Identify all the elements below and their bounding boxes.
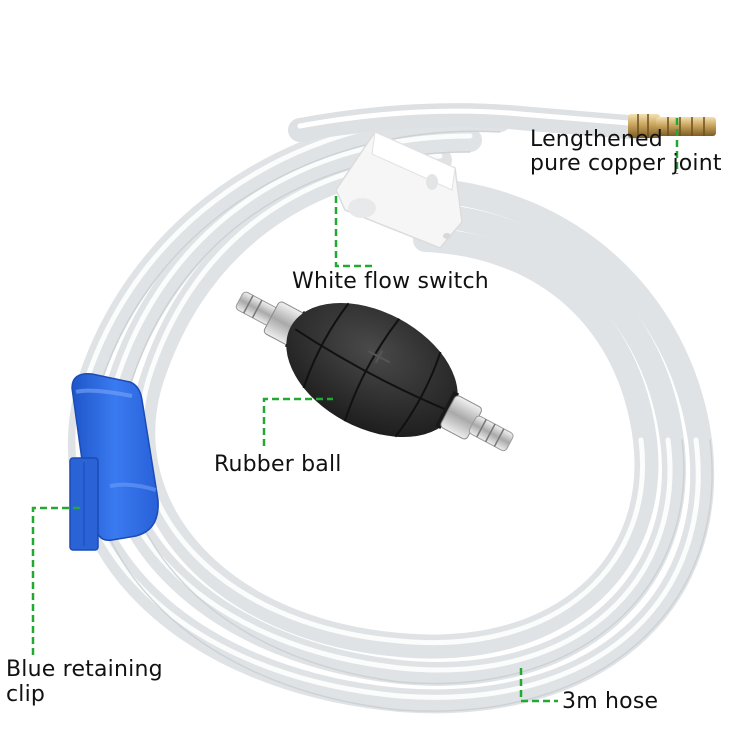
leader-rubber-ball — [262, 397, 333, 446]
label-blue-clip-line1: Blue retaining — [6, 657, 163, 682]
label-copper-joint-line2: pure copper joint — [530, 151, 722, 176]
label-blue-clip: Blue retaining clip — [6, 657, 163, 707]
white-flow-switch-icon — [335, 131, 463, 249]
label-rubber-ball: Rubber ball — [214, 452, 342, 477]
leader-flow-switch — [334, 196, 372, 268]
leader-lines — [31, 118, 679, 703]
rubber-ball-pump-icon — [235, 291, 514, 452]
leader-hose — [519, 668, 558, 703]
label-flow-switch: White flow switch — [292, 269, 489, 294]
hose-coils — [68, 103, 715, 714]
label-copper-joint-line1: Lengthened — [530, 127, 663, 152]
label-copper-joint: Lengthened pure copper joint — [530, 128, 722, 176]
label-hose: 3m hose — [562, 689, 659, 714]
blue-retaining-clip-icon — [69, 373, 159, 551]
leader-blue-clip — [31, 506, 82, 655]
copper-joint-icon — [628, 114, 716, 138]
label-blue-clip-line2: clip — [6, 682, 46, 707]
